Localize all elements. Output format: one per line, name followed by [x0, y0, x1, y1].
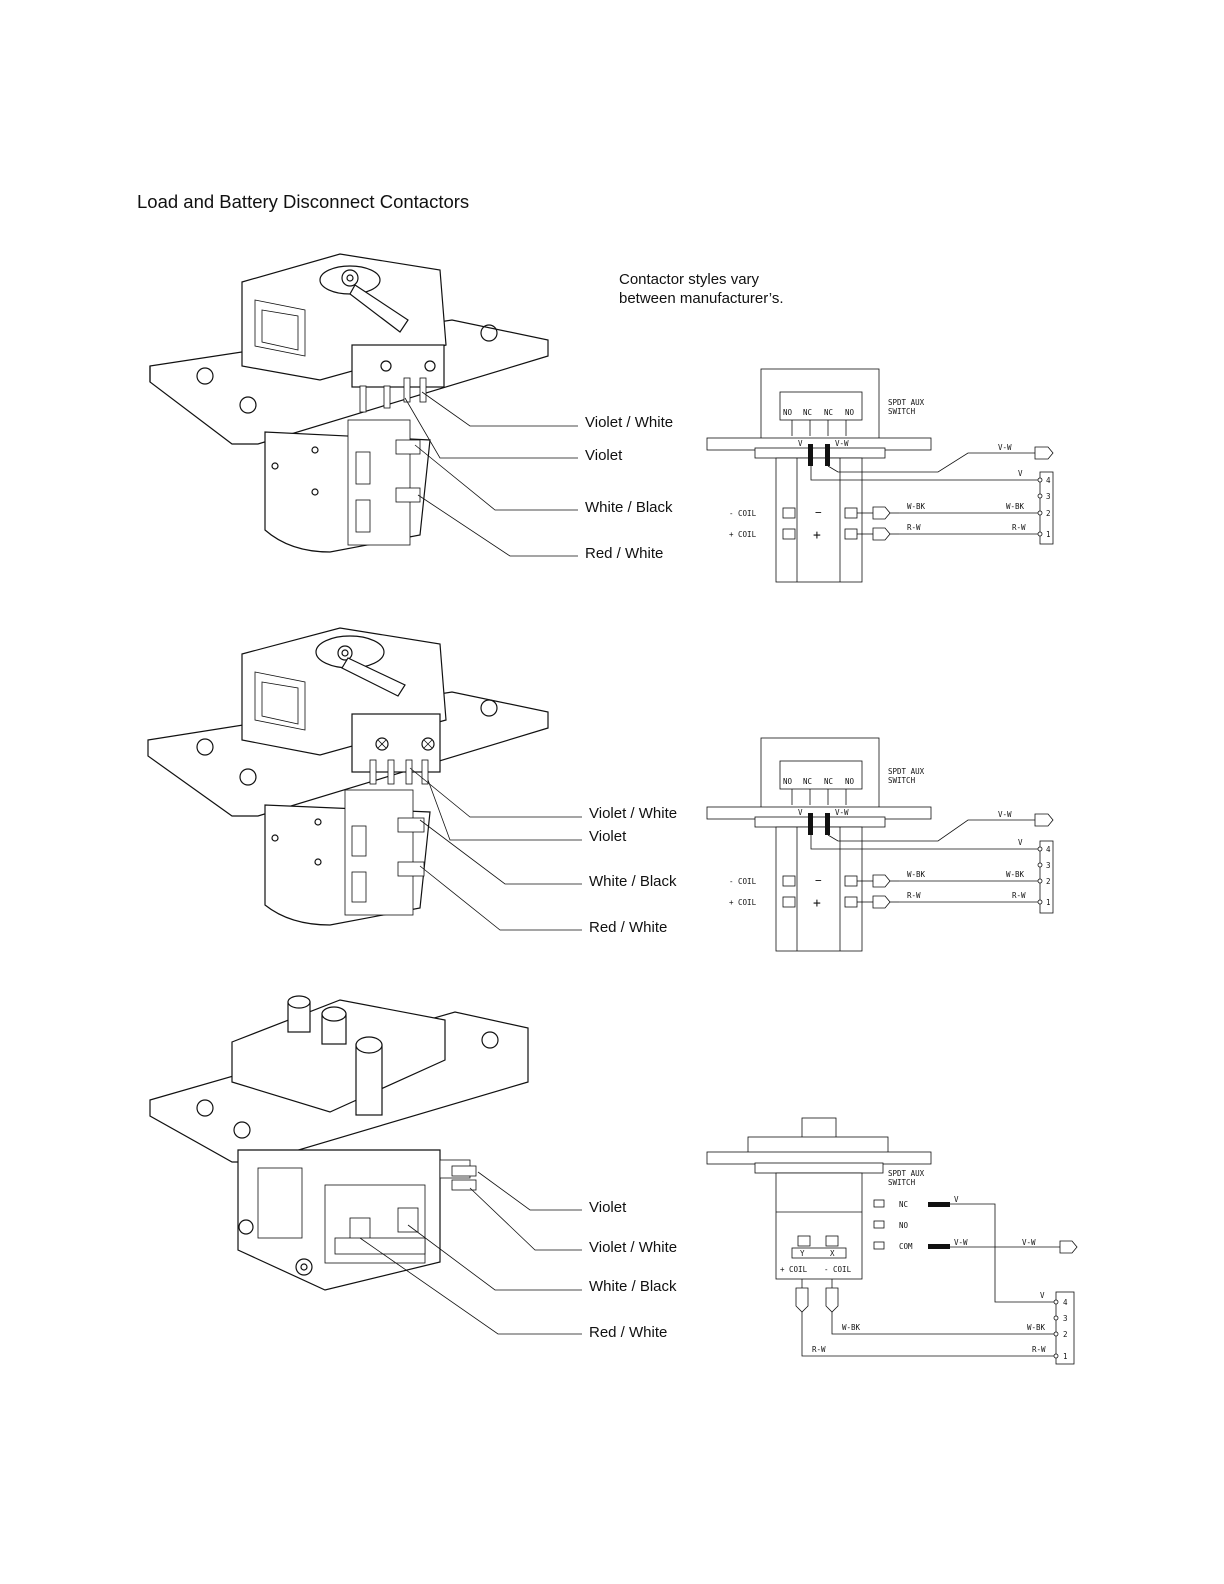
c2-label-red-white: Red / White [589, 919, 667, 936]
c1-label-violet: Violet [585, 447, 623, 464]
contactor-3-drawing [149, 995, 529, 1291]
c3-label-white-black: White / Black [589, 1278, 677, 1295]
s3-switch-nc: NC [899, 1200, 908, 1209]
s3-wire-v-top: V [954, 1195, 959, 1204]
s2-wire-vw-top: V-W [835, 808, 849, 817]
s1-pin-1: 1 [1046, 530, 1051, 539]
s3-coil-pos: + COIL [780, 1265, 808, 1274]
schematic-2-labels: SPDT AUX SWITCH NO NC NC NO V V-W V-W V … [729, 767, 1051, 911]
schematic-1 [706, 368, 1054, 583]
s3-wire-wbk-left: W-BK [842, 1323, 861, 1332]
schematic-3-labels: SPDT AUX SWITCH NC NO COM V V-W V-W V W-… [780, 1169, 1068, 1361]
schematic-3 [706, 1117, 1078, 1365]
c2-label-white-black: White / Black [589, 873, 677, 890]
s3-switch-com: COM [899, 1242, 913, 1251]
c3-label-red-white: Red / White [589, 1324, 667, 1341]
contactor-1-leaders [404, 391, 578, 557]
s2-wire-wbk-left: W-BK [907, 870, 926, 879]
c2-label-violet-white: Violet / White [589, 805, 677, 822]
s3-pin-3: 3 [1063, 1314, 1068, 1323]
c1-label-white-black: White / Black [585, 499, 673, 516]
s1-minus-sign: − [815, 506, 822, 519]
s3-pin-1: 1 [1063, 1352, 1068, 1361]
s1-wire-rw-right: R-W [1012, 523, 1026, 532]
s1-aux-label-2: SWITCH [888, 407, 916, 416]
s1-pin-2: 2 [1046, 509, 1051, 518]
s1-term-no-2: NO [845, 408, 855, 417]
s2-pin-4: 4 [1046, 845, 1051, 854]
s3-aux-label-1: SPDT AUX [888, 1169, 925, 1178]
s3-wire-rw-right: R-W [1032, 1345, 1046, 1354]
s3-aux-label-2: SWITCH [888, 1178, 916, 1187]
s2-term-nc-2: NC [824, 777, 833, 786]
s2-minus-sign: − [815, 874, 822, 887]
contactor-2-drawing [147, 627, 549, 926]
c3-label-violet-white: Violet / White [589, 1239, 677, 1256]
s2-term-no-2: NO [845, 777, 855, 786]
s2-wire-vw-right: V-W [998, 810, 1012, 819]
note-line-2: between manufacturer’s. [619, 290, 784, 307]
s3-wire-v-right: V [1040, 1291, 1045, 1300]
s1-wire-wbk-right: W-BK [1006, 502, 1025, 511]
s1-coil-pos: + COIL [729, 530, 757, 539]
s1-pin-4: 4 [1046, 476, 1051, 485]
s2-pin-1: 1 [1046, 898, 1051, 907]
s2-wire-wbk-right: W-BK [1006, 870, 1025, 879]
s2-term-nc-1: NC [803, 777, 812, 786]
s2-wire-v-top: V [798, 808, 803, 817]
schematic-1-labels: SPDT AUX SWITCH NO NC NC NO V V-W V-W V … [729, 398, 1051, 543]
s1-wire-vw-right: V-W [998, 443, 1012, 452]
s2-aux-label-2: SWITCH [888, 776, 916, 785]
s2-wire-v-right: V [1018, 838, 1023, 847]
s3-coil-terminal-y: Y [800, 1249, 805, 1258]
s1-pin-3: 3 [1046, 492, 1051, 501]
s2-plus-sign: + [813, 896, 821, 911]
s2-wire-rw-right: R-W [1012, 891, 1026, 900]
s1-term-nc-2: NC [824, 408, 833, 417]
s1-aux-label-1: SPDT AUX [888, 398, 925, 407]
contactor-style-note: Contactor styles vary between manufactur… [619, 270, 784, 308]
page-title: Load and Battery Disconnect Contactors [137, 191, 470, 212]
s2-coil-neg: - COIL [729, 877, 757, 886]
s1-wire-v-right: V [1018, 469, 1023, 478]
s3-wire-vw-mid: V-W [954, 1238, 968, 1247]
s2-term-no-1: NO [783, 777, 793, 786]
c3-label-violet: Violet [589, 1199, 627, 1216]
s1-wire-wbk-left: W-BK [907, 502, 926, 511]
s2-pin-3: 3 [1046, 861, 1051, 870]
c2-label-violet: Violet [589, 828, 627, 845]
s3-coil-neg: - COIL [824, 1265, 852, 1274]
schematic-2 [706, 737, 1054, 952]
s1-plus-sign: + [813, 528, 821, 543]
note-line-1: Contactor styles vary [619, 271, 760, 288]
c1-label-red-white: Red / White [585, 545, 663, 562]
contactor-2-leaders [409, 767, 582, 931]
s2-aux-label-1: SPDT AUX [888, 767, 925, 776]
s1-term-nc-1: NC [803, 408, 812, 417]
s1-wire-vw-top: V-W [835, 439, 849, 448]
s3-coil-terminal-x: X [830, 1249, 835, 1258]
s3-wire-vw-right: V-W [1022, 1238, 1036, 1247]
contactor-1-drawing [149, 253, 549, 553]
s2-pin-2: 2 [1046, 877, 1051, 886]
s1-term-no-1: NO [783, 408, 793, 417]
s3-switch-no: NO [899, 1221, 909, 1230]
s3-pin-2: 2 [1063, 1330, 1068, 1339]
s2-coil-pos: + COIL [729, 898, 757, 907]
contactor-3-leaders [359, 1171, 582, 1335]
s1-wire-v-top: V [798, 439, 803, 448]
s3-wire-rw-left: R-W [812, 1345, 826, 1354]
c1-label-violet-white: Violet / White [585, 414, 673, 431]
s1-wire-rw-left: R-W [907, 523, 921, 532]
s1-coil-neg: - COIL [729, 509, 757, 518]
s2-wire-rw-left: R-W [907, 891, 921, 900]
s3-pin-4: 4 [1063, 1298, 1068, 1307]
s3-wire-wbk-right: W-BK [1027, 1323, 1046, 1332]
